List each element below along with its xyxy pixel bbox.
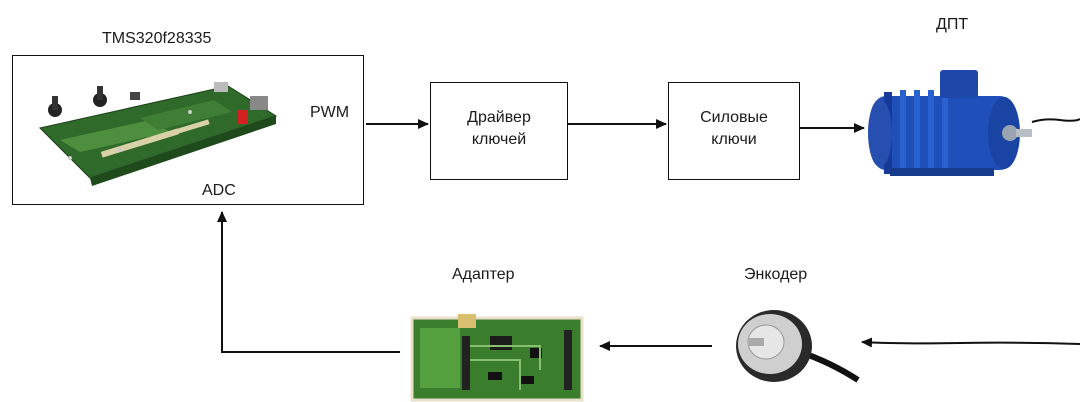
driver-box xyxy=(430,82,568,180)
power-switches-line2: ключи xyxy=(711,131,757,148)
adc-label: ADC xyxy=(202,182,236,199)
controller-title: TMS320f28335 xyxy=(102,30,212,47)
adapter-title: Адаптер xyxy=(452,266,515,283)
pwm-label: PWM xyxy=(310,104,350,121)
driver-label: Драйвер ключей xyxy=(430,107,568,151)
driver-label-line1: Драйвер xyxy=(467,109,531,126)
power-switches-line1: Силовые xyxy=(700,109,768,126)
arrow-to-encoder xyxy=(861,337,1080,348)
motor-title: ДПТ xyxy=(936,16,969,33)
line-motor-shaft xyxy=(1031,118,1080,123)
power-switches-box xyxy=(668,82,800,180)
arrow-adapter-to-adc xyxy=(217,211,400,353)
encoder-title: Энкодер xyxy=(744,266,808,283)
driver-label-line2: ключей xyxy=(471,131,527,148)
power-switches-label: Силовые ключи xyxy=(668,107,800,151)
